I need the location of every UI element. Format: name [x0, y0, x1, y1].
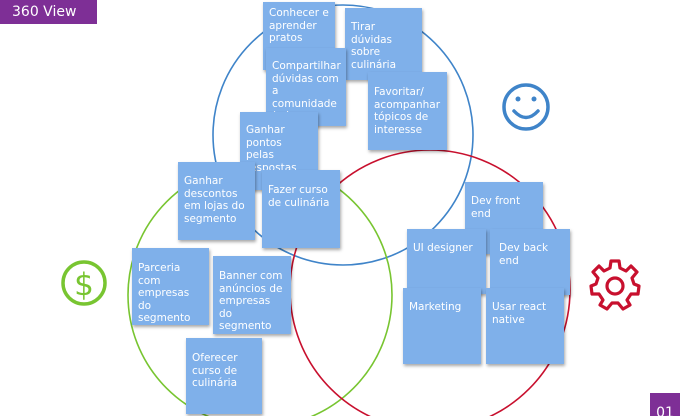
note-parceria: Parceria com empresas do segmento — [132, 248, 209, 325]
note-usar-react: Usar react native — [486, 288, 564, 364]
note-marketing: Marketing — [403, 288, 481, 364]
note-oferecer-curso: Oferecer curso de culinária — [186, 338, 262, 414]
note-ganhar-descontos: Ganhar descontos em lojas do segmento — [178, 162, 255, 240]
note-fazer-curso: Fazer curso de culinária — [262, 170, 340, 248]
slide-title: 360 View — [0, 0, 97, 24]
note-banner: Banner com anúncios de empresas do segme… — [213, 256, 291, 334]
dollar-icon: $ — [61, 260, 107, 306]
page-number: 01 — [650, 393, 680, 416]
blue-circle — [212, 4, 474, 266]
note-ui-designer: UI designer — [407, 229, 486, 294]
note-favoritar: Favoritar/ acompanhar tópicos de interes… — [368, 72, 447, 150]
note-tirar-duvidas: Tirar dúvidas sobre culinária — [345, 8, 422, 80]
note-dev-back: Dev back end — [490, 229, 570, 295]
smiley-icon — [502, 83, 550, 131]
gear-icon — [589, 259, 641, 311]
svg-text:$: $ — [74, 267, 94, 303]
